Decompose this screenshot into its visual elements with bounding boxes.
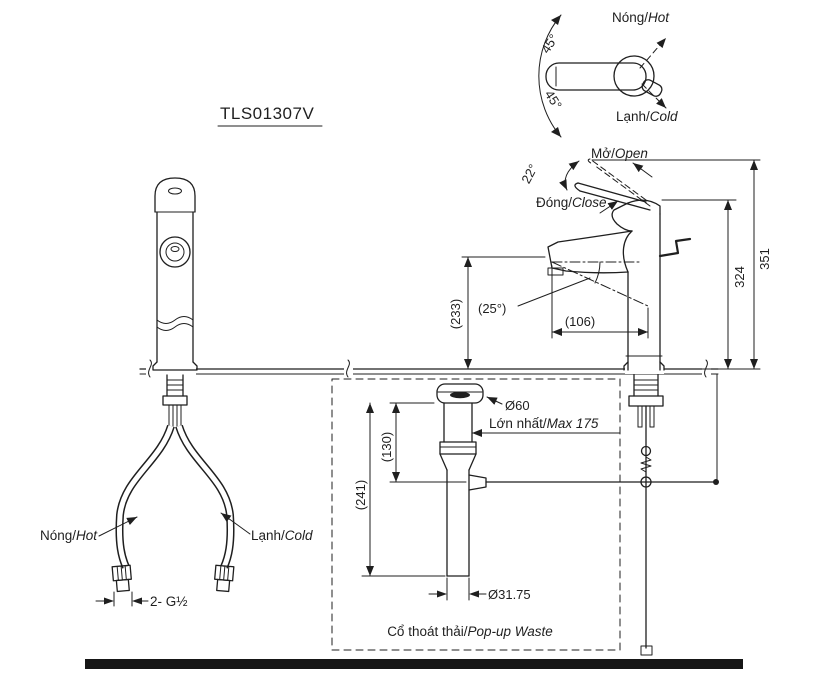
max-175-label: Lớn nhất/Max 175 xyxy=(489,416,599,431)
side-view-dimensions: 324 351 (233) (25°) (106) xyxy=(448,159,772,370)
dim-106: (106) xyxy=(565,314,595,329)
floor-bar xyxy=(85,659,743,669)
dim-351: 351 xyxy=(757,248,772,270)
swing-arc xyxy=(538,14,562,138)
popup-waste-boundary xyxy=(331,378,621,651)
title-block: TLS01307V xyxy=(217,104,323,127)
dim-324: 324 xyxy=(732,266,747,288)
front-hot-label: Nóng/Hot xyxy=(40,528,98,543)
dim-233: (233) xyxy=(448,299,463,329)
lever-angle-label: 22° xyxy=(518,162,540,186)
lever-handle xyxy=(574,182,581,192)
dim-130: (130) xyxy=(379,432,394,462)
dim-dia3175: Ø31.75 xyxy=(488,587,531,602)
popup-waste-assembly: Ø60 Lớn nhất/Max 175 (130) (241) Ø31.75 … xyxy=(331,378,719,651)
rod-ball-housing xyxy=(468,474,487,491)
cold-hose-connector xyxy=(214,564,235,593)
spout-outlet-front xyxy=(159,236,191,268)
angle-45-down-label: 45° xyxy=(542,87,565,112)
spout xyxy=(547,230,633,274)
front-view-faucet: Nóng/Hot Lạnh/Cold 2- G½ xyxy=(40,177,313,609)
close-label: Đóng/Close xyxy=(536,195,607,210)
hot-hose-connector xyxy=(111,564,132,593)
dim-241: (241) xyxy=(353,480,368,510)
popup-waste-caption: Cổ thoát thải/Pop-up Waste xyxy=(387,624,553,639)
handle-knob-top xyxy=(613,55,655,97)
aerator xyxy=(547,267,564,276)
drain-flange xyxy=(436,383,484,404)
dim-25deg: (25°) xyxy=(478,301,506,316)
model-number: TLS01307V xyxy=(220,104,314,123)
lever-swing-arc xyxy=(559,160,580,191)
dim-dia60: Ø60 xyxy=(505,398,530,413)
open-label: Mở/Open xyxy=(591,146,648,161)
top-cold-label: Lạnh/Cold xyxy=(616,109,678,124)
top-view-faucet: Nóng/Hot Lạnh/Cold 45° 45° xyxy=(538,10,678,138)
counter-deck xyxy=(139,359,719,481)
hot-supply-hose xyxy=(115,424,175,569)
mounting-nut xyxy=(162,395,188,406)
popup-rod-lever xyxy=(658,237,692,258)
rod-spring-clip xyxy=(640,456,652,473)
top-hot-label: Nóng/Hot xyxy=(612,10,670,25)
side-view-faucet: Mở/Open Đóng/Close 22° xyxy=(518,146,692,656)
cold-supply-hose xyxy=(175,424,235,569)
front-cold-label: Lạnh/Cold xyxy=(251,528,313,543)
thread-size-label: 2- G½ xyxy=(150,594,188,609)
